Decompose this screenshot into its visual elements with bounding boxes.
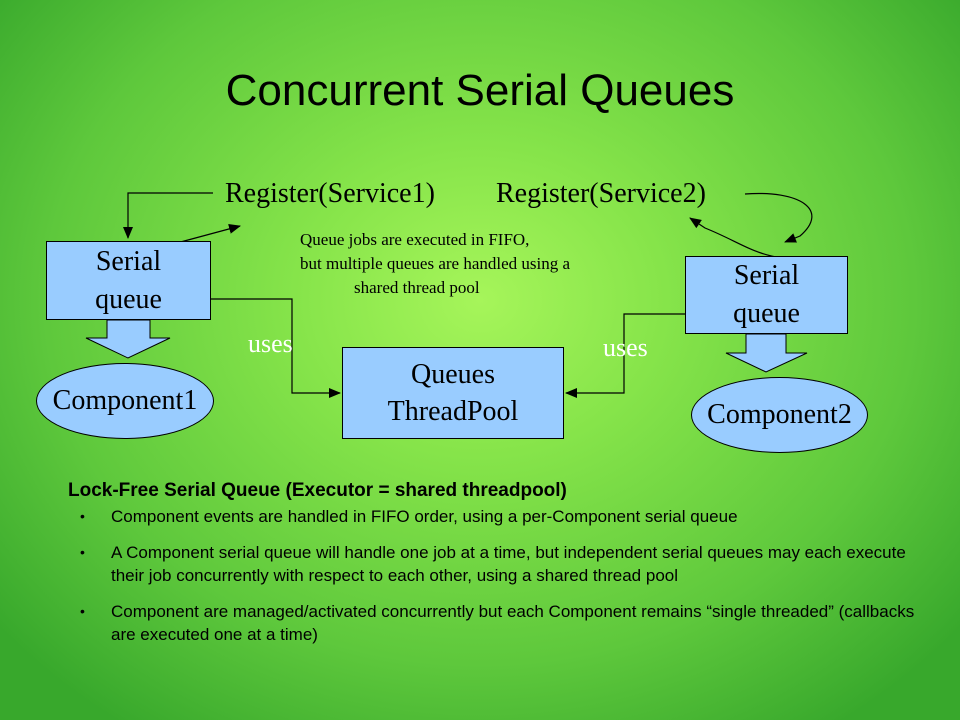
queue1-uses-pool-arrow xyxy=(211,298,341,398)
register-service2-label: Register(Service2) xyxy=(496,178,706,209)
uses-label-right: uses xyxy=(603,333,648,362)
uses-label-left: uses xyxy=(248,329,293,358)
box-label: Queues xyxy=(411,359,495,390)
register-service1-label: Register(Service1) xyxy=(225,178,435,209)
bullet-list: Component events are handled in FIFO ord… xyxy=(80,505,940,659)
register1-to-queue-arrow xyxy=(123,192,213,239)
serial-queue-right-box: Serial queue xyxy=(685,256,848,334)
bullet-item: A Component serial queue will handle one… xyxy=(80,541,940,587)
bullet-item: Component events are handled in FIFO ord… xyxy=(80,505,940,528)
box-label: Serial xyxy=(733,260,800,291)
down-arrow-right xyxy=(725,333,808,373)
bullet-item: Component are managed/activated concurre… xyxy=(80,600,940,646)
register2-to-queue-arrow xyxy=(744,192,813,243)
box-label: queue xyxy=(733,298,800,329)
component1-ellipse: Component1 xyxy=(36,363,214,439)
note-line: shared thread pool xyxy=(354,278,480,297)
queue2-to-register2-arrow xyxy=(689,217,777,258)
box-label: Serial xyxy=(95,245,162,277)
box-label: queue xyxy=(95,283,162,315)
component2-ellipse: Component2 xyxy=(691,377,868,453)
queue2-uses-pool-arrow xyxy=(565,313,685,398)
thread-pool-box: Queues ThreadPool xyxy=(342,347,564,439)
box-label: ThreadPool xyxy=(387,396,519,427)
note-line: Queue jobs are executed in FIFO, xyxy=(300,230,530,249)
down-arrow-left xyxy=(85,319,171,359)
note-line: but multiple queues are handled using a xyxy=(300,254,571,273)
fifo-note: Queue jobs are executed in FIFO, but mul… xyxy=(300,228,570,300)
serial-queue-left-box: Serial queue xyxy=(46,241,211,320)
slide-title: Concurrent Serial Queues xyxy=(225,66,735,115)
section-heading: Lock-Free Serial Queue (Executor = share… xyxy=(68,480,567,501)
